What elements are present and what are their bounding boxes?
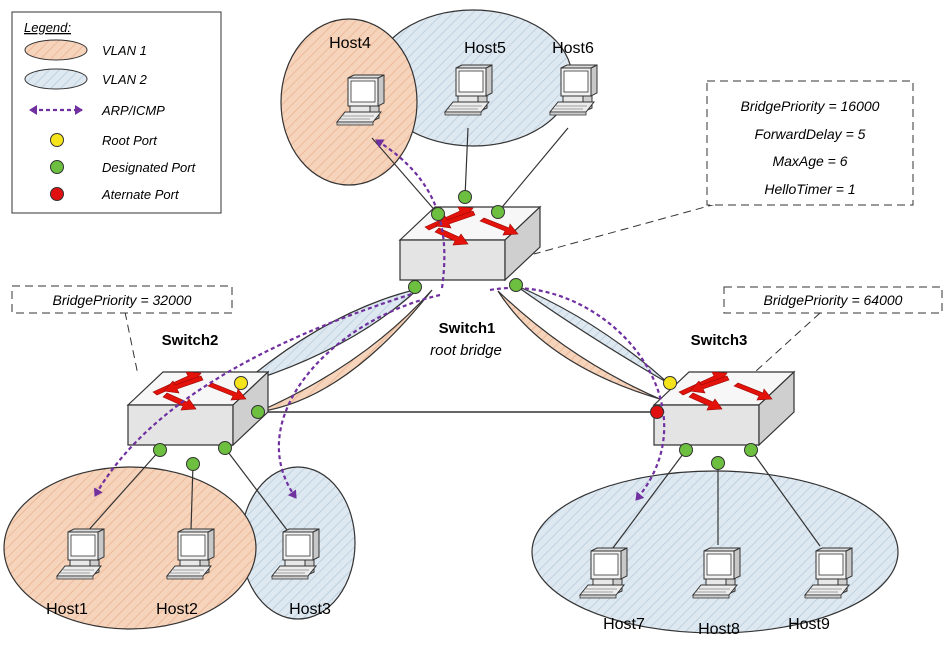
legend-vlan1-label: VLAN 1 <box>102 43 147 58</box>
legend-root-port-label: Root Port <box>102 133 158 148</box>
designated-port-swatch <box>50 160 64 174</box>
host1-label: Host1 <box>46 601 88 618</box>
host9-label: Host9 <box>788 616 830 633</box>
legend-title: Legend: <box>24 20 71 35</box>
host-links <box>77 127 821 561</box>
vlan1-area-host1-host2 <box>3 466 257 630</box>
arp-path-to-host1 <box>94 290 419 497</box>
root-port <box>663 376 677 390</box>
root-port <box>234 376 248 390</box>
designated-port <box>408 280 422 294</box>
legend-arp-label: ARP/ICMP <box>101 103 165 118</box>
legend-vlan2-label: VLAN 2 <box>102 72 148 87</box>
designated-port <box>431 207 445 221</box>
legend-designated-port-label: Designated Port <box>102 160 197 175</box>
switch1-hello-timer: HelloTimer = 1 <box>764 181 855 197</box>
host8-label: Host8 <box>698 621 740 638</box>
host6-label: Host6 <box>552 40 594 57</box>
trunk-switch1-switch3 <box>497 284 669 400</box>
root-port-swatch <box>50 133 64 147</box>
vlan1-swatch <box>24 39 88 61</box>
host3-label: Host3 <box>289 601 331 618</box>
host4-label: Host4 <box>329 35 371 52</box>
switch2-label: Switch2 <box>162 332 219 349</box>
switch1-label: Switch1 <box>439 320 496 337</box>
designated-port <box>711 456 725 470</box>
arp-path-to-host4 <box>375 139 446 289</box>
switch1-forward-delay: ForwardDelay = 5 <box>755 126 866 142</box>
host7-label: Host7 <box>603 616 645 633</box>
designated-port <box>251 405 265 419</box>
arp-path-to-host7 <box>489 287 666 501</box>
designated-port <box>218 441 232 455</box>
switch1-role-label: root bridge <box>430 342 502 359</box>
switch1-bridge-priority: BridgePriority = 16000 <box>741 98 880 114</box>
switch1-max-age: MaxAge = 6 <box>772 153 847 169</box>
vlan2-swatch <box>24 68 88 90</box>
switch2-config-box: BridgePriority = 32000 <box>11 285 233 376</box>
switch1[interactable] <box>399 206 541 281</box>
designated-port <box>458 190 472 204</box>
host5-label: Host5 <box>464 40 506 57</box>
arp-path-to-host3 <box>277 293 441 499</box>
designated-port <box>509 278 523 292</box>
alternate-port-swatch <box>50 187 64 201</box>
ports <box>153 190 758 471</box>
designated-port <box>153 443 167 457</box>
switch2-bridge-priority: BridgePriority = 32000 <box>53 292 192 308</box>
legend-alternate-port-label: Aternate Port <box>101 187 180 202</box>
designated-port <box>744 443 758 457</box>
switch3-bridge-priority: BridgePriority = 64000 <box>764 292 903 308</box>
designated-port <box>491 205 505 219</box>
arp-icmp-paths <box>94 139 666 501</box>
switch3-label: Switch3 <box>691 332 748 349</box>
legend: Legend: VLAN 1 VLAN 2 ARP/ICMP Root Port… <box>11 11 222 214</box>
host2-label: Host2 <box>156 601 198 618</box>
designated-port <box>679 443 693 457</box>
switch1-config-box: BridgePriority = 16000 ForwardDelay = 5 … <box>533 80 914 255</box>
designated-port <box>186 457 200 471</box>
switch3-config-box: BridgePriority = 64000 <box>723 286 943 373</box>
alternate-port <box>650 405 664 419</box>
